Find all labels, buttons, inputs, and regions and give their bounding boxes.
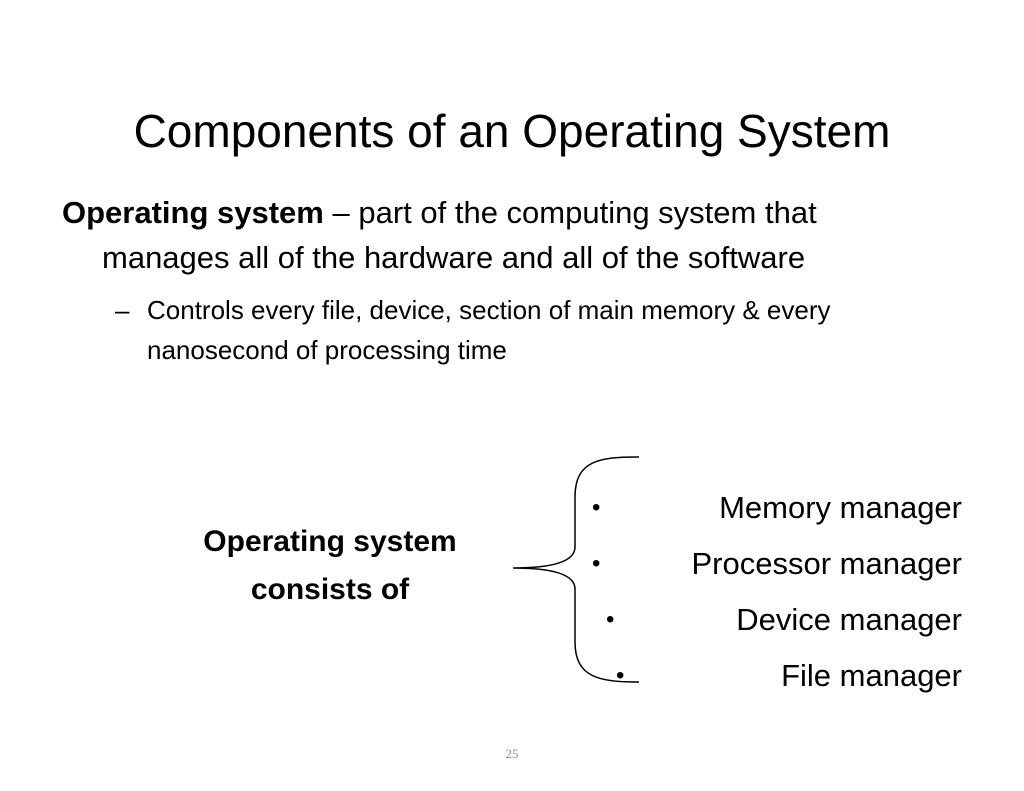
bullet-icon: • [592,550,601,577]
component-label: Device manager [736,602,962,637]
body-text: Operating system – part of the computing… [62,190,942,370]
components-list: • Memory manager • Processor manager • D… [580,480,962,704]
component-label: Memory manager [719,490,962,525]
list-item-memory-manager: • Memory manager [580,480,962,536]
sub-point: – Controls every file, device, section o… [115,290,942,370]
list-item-file-manager: • File manager [580,648,962,704]
list-item-processor-manager: • Processor manager [580,536,962,592]
definition-term: Operating system [62,195,324,230]
curly-brace-icon [512,456,640,683]
definition-paragraph: Operating system – part of the computing… [62,190,942,280]
bullet-icon: • [606,606,615,633]
component-label: File manager [781,658,962,693]
component-label: Processor manager [691,546,962,581]
list-item-device-manager: • Device manager [580,592,962,648]
dash-bullet: – [115,295,130,325]
slide-title: Components of an Operating System [133,104,891,157]
page-number: 25 [505,746,519,761]
definition-text: – part of the computing system that mana… [102,195,817,275]
sub-point-text: Controls every file, device, section of … [147,295,831,365]
bullet-icon: • [592,494,601,521]
bullet-icon: • [616,662,625,689]
consists-of-label: Operating system consists of [203,525,457,606]
